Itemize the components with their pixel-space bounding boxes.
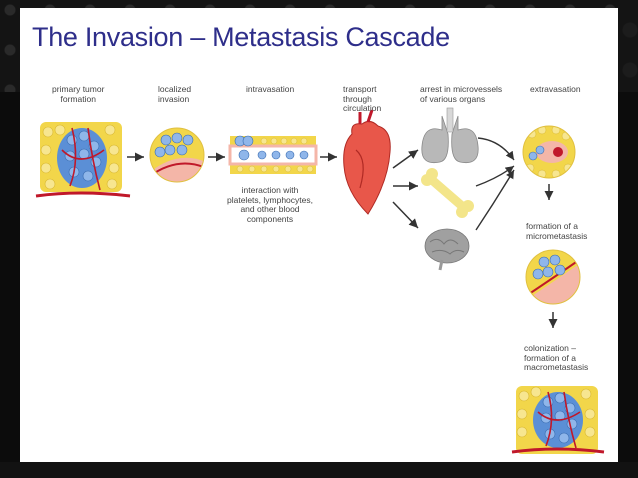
arrow-icon bbox=[392, 201, 419, 229]
label-line: colonization – bbox=[524, 343, 576, 353]
label-line: components bbox=[246, 213, 294, 224]
label-line: primary tumor bbox=[52, 84, 105, 94]
label-line: circulation bbox=[343, 103, 382, 113]
label-intravasation: intravasation bbox=[246, 84, 295, 95]
arrow-icon bbox=[477, 137, 515, 161]
label-line: through bbox=[343, 93, 372, 104]
label-primary-tumor: primary tumor formation bbox=[52, 84, 105, 104]
brain-icon bbox=[424, 228, 470, 271]
label-line: of various organs bbox=[420, 93, 486, 104]
label-line: invasion bbox=[158, 93, 190, 104]
blood-vessel-icon bbox=[228, 135, 318, 174]
label-line: formation bbox=[60, 93, 96, 104]
label-line: platelets, lymphocytes, bbox=[227, 194, 313, 205]
label-extravasation: extravasation bbox=[530, 84, 581, 95]
label-line: and other blood bbox=[240, 204, 300, 214]
invasion-circle-icon bbox=[149, 127, 205, 183]
macrometastasis-tissue-icon bbox=[511, 386, 605, 454]
label-localized-invasion: localized invasion bbox=[158, 84, 192, 104]
slide-background-bottom bbox=[0, 462, 638, 478]
label-line: extravasation bbox=[530, 84, 581, 94]
label-line: formation of a bbox=[526, 221, 578, 231]
arrow-icon bbox=[392, 149, 419, 169]
label-line: interaction with bbox=[241, 185, 299, 195]
label-line: micrometastasis bbox=[526, 230, 588, 241]
label-line: formation of a bbox=[524, 352, 576, 363]
arrow-icon bbox=[475, 165, 515, 187]
slide-title: The Invasion – Metastasis Cascade bbox=[32, 22, 450, 52]
bone-icon bbox=[421, 168, 474, 218]
heart-icon bbox=[343, 109, 391, 215]
label-line: macrometastasis bbox=[524, 362, 589, 372]
label-transport: transport through circulation bbox=[343, 84, 382, 114]
tumor-tissue-icon bbox=[35, 122, 131, 198]
micrometastasis-circle-icon bbox=[525, 249, 581, 305]
label-line: intravasation bbox=[246, 84, 295, 94]
label-line: transport bbox=[343, 84, 377, 94]
arrow-icon bbox=[475, 169, 515, 231]
label-line: arrest in microvessels bbox=[420, 84, 503, 94]
label-line: localized bbox=[158, 84, 192, 94]
label-interaction: interaction with platelets, lymphocytes,… bbox=[227, 185, 313, 224]
extravasation-circle-icon bbox=[522, 125, 576, 179]
label-micrometastasis: formation of a micrometastasis bbox=[526, 221, 588, 241]
label-arrest: arrest in microvessels of various organs bbox=[420, 84, 503, 104]
lungs-icon bbox=[421, 107, 479, 164]
label-colonization: colonization – formation of a macrometas… bbox=[524, 343, 589, 373]
slide-panel bbox=[20, 8, 618, 462]
